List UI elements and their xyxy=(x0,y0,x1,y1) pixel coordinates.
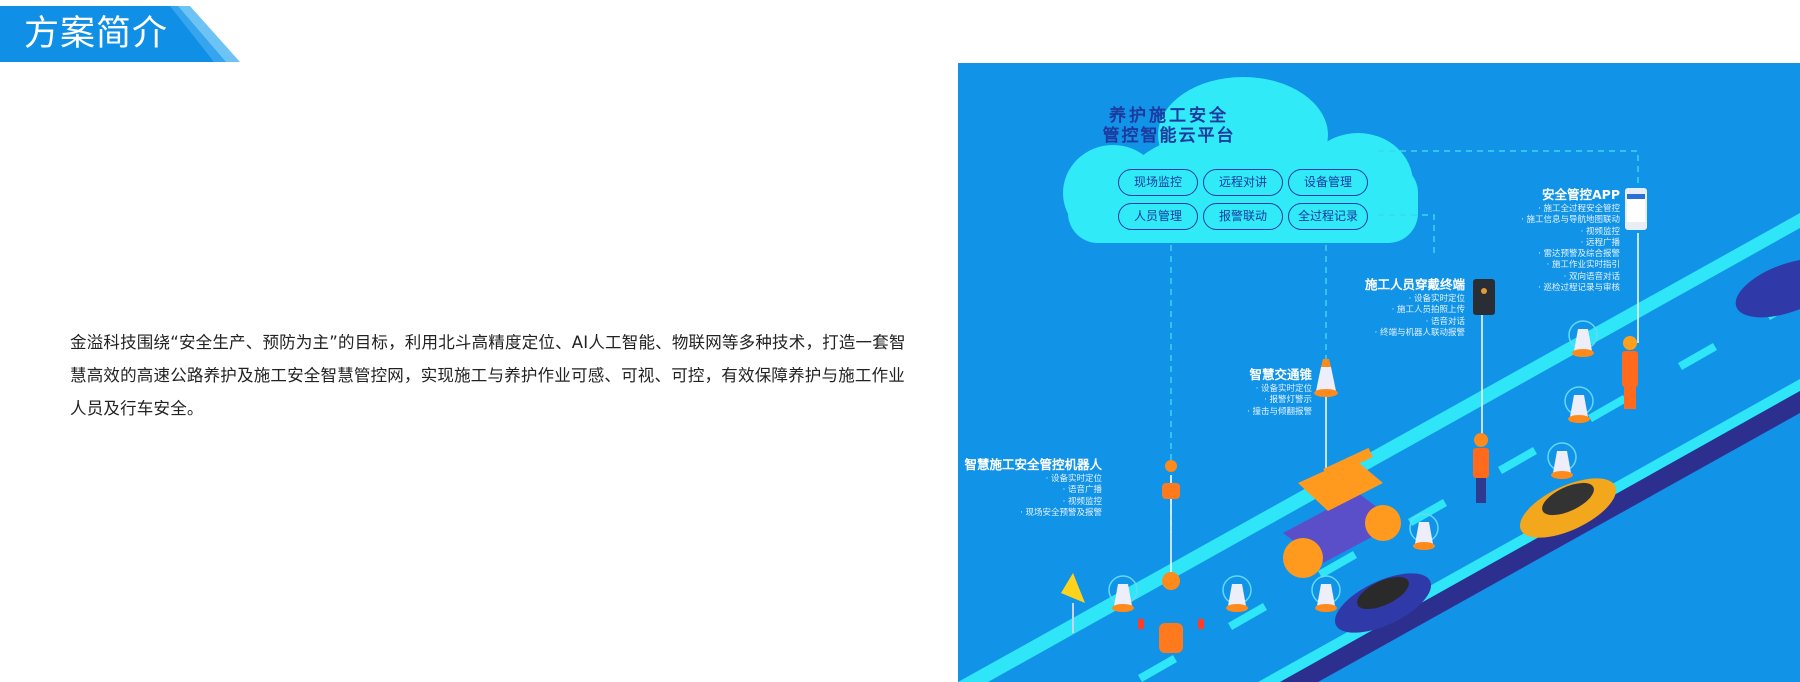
robot-title: 智慧施工安全管控机器人 xyxy=(964,457,1102,472)
wearable-label: 施工人员穿戴终端 · 设备实时定位 · 施工人员拍照上传 · 语音对话 · 终端… xyxy=(1365,276,1465,339)
cloud-title-line1: 养护施工安全 xyxy=(1109,106,1229,126)
app-feature: · 雷达预警及综合报警 xyxy=(1538,249,1620,260)
app-feature: · 远程广播 xyxy=(1580,237,1620,248)
app-feature: · 巡检过程记录与审核 xyxy=(1538,283,1620,294)
robot-feature: · 语音广播 xyxy=(1062,485,1102,496)
cloud-title-line2: 管控智能云平台 xyxy=(1102,126,1236,146)
wearable-title: 施工人员穿戴终端 xyxy=(1364,277,1465,292)
traffic-cones xyxy=(1108,320,1598,612)
robot-small-icon xyxy=(1162,460,1180,499)
car-blue-front-icon xyxy=(1334,573,1432,633)
worker-jackhammer-icon xyxy=(1473,433,1489,503)
smart-cone-feature: · 撞击与倾翻报警 xyxy=(1247,406,1312,417)
app-feature: · 施工作业实时指引 xyxy=(1546,260,1620,271)
robot-feature: · 现场安全预警及报警 xyxy=(1020,507,1102,518)
road-edge-upper xyxy=(958,213,1800,682)
road-roller-icon xyxy=(1283,447,1401,578)
smart-cone-feature: · 报警灯警示 xyxy=(1264,395,1312,406)
intro-paragraph: 金溢科技围绕“安全生产、预防为主”的目标，利用北斗高精度定位、AI人工智能、物联… xyxy=(70,333,906,418)
module-alarm-linkage: 报警联动 xyxy=(1203,203,1283,230)
app-label: 安全管控APP · 施工全过程安全管控 · 施工信息与导航地图联动 · 视频监控… xyxy=(1521,186,1620,294)
app-feature: · 施工全过程安全管控 xyxy=(1538,204,1620,214)
dashed-connectors xyxy=(1170,150,1639,533)
app-feature: · 双向语音对话 xyxy=(1563,271,1620,282)
smart-cone-title: 智慧交通锥 xyxy=(1249,367,1312,382)
wearable-feature: · 设备实时定位 xyxy=(1408,294,1465,304)
wearable-feature: · 施工人员拍照上传 xyxy=(1391,305,1465,316)
lane-dashes xyxy=(1138,293,1800,682)
robot-label: 智慧施工安全管控机器人 · 设备实时定位 · 语音广播 · 视频监控 · 现场安… xyxy=(964,456,1102,519)
road-scene-illustration xyxy=(958,77,1800,682)
car-yellow-icon xyxy=(1519,478,1617,538)
car-blue-right-icon xyxy=(1735,258,1800,318)
module-full-process-record: 全过程记录 xyxy=(1288,203,1368,230)
robot-feature: · 视频监控 xyxy=(1062,496,1102,507)
wearable-feature: · 语音对话 xyxy=(1425,316,1465,327)
smart-cone-label: 智慧交通锥 · 设备实时定位 · 报警灯警示 · 撞击与倾翻报警 xyxy=(1247,366,1312,418)
smart-cone-feature: · 设备实时定位 xyxy=(1255,384,1312,394)
worker-vest-icon xyxy=(1622,336,1638,409)
banner-shape-icon xyxy=(0,6,240,62)
phone-icon xyxy=(1625,188,1647,230)
section-title: 方案简介 xyxy=(24,14,169,54)
wearable-feature: · 终端与机器人联动报警 xyxy=(1374,327,1465,338)
wearable-terminal-icon xyxy=(1473,279,1495,315)
app-feature: · 施工信息与导航地图联动 xyxy=(1521,215,1620,226)
module-site-monitoring: 现场监控 xyxy=(1118,169,1198,196)
section-title-banner: 方案简介 xyxy=(0,6,240,62)
module-remote-intercom: 远程对讲 xyxy=(1203,169,1283,196)
robot-feature: · 设备实时定位 xyxy=(1045,474,1102,484)
construction-sign-icon xyxy=(1061,573,1085,633)
app-feature: · 视频监控 xyxy=(1580,226,1620,237)
solution-illustration: 养护施工安全 管控智能云平台 现场监控 远程对讲 设备管理 人员管理 报警联动 … xyxy=(958,63,1800,682)
module-device-management: 设备管理 xyxy=(1288,169,1368,196)
robot-large-icon xyxy=(1138,572,1204,653)
module-personnel-management: 人员管理 xyxy=(1118,203,1198,230)
app-title: 安全管控APP xyxy=(1542,187,1620,202)
